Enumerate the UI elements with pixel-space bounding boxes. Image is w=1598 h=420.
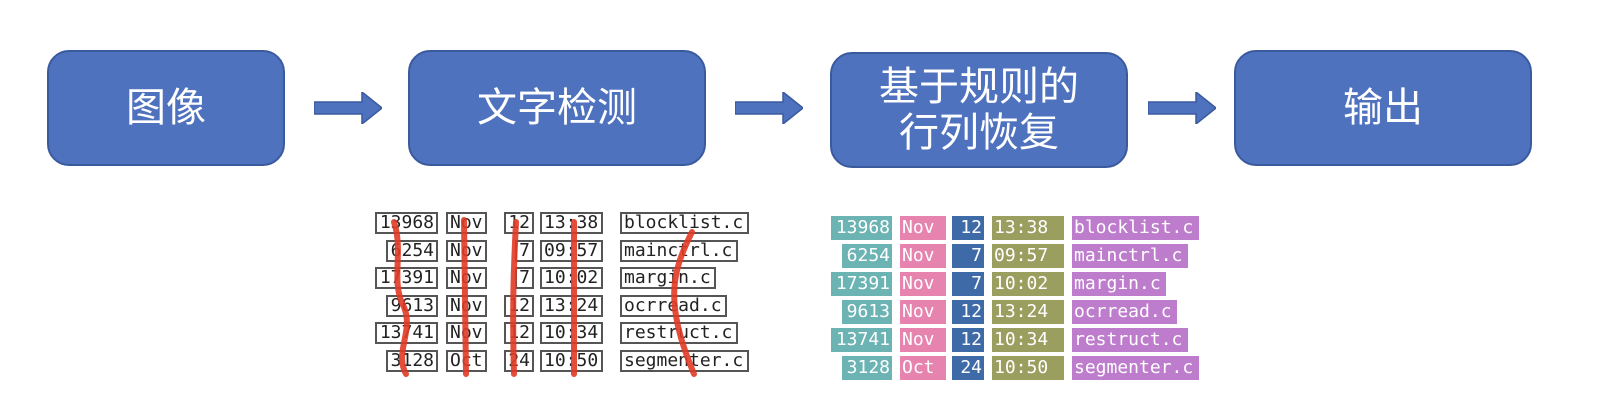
- detection-box-day: 12: [504, 294, 534, 317]
- column-cell-size: 17391: [831, 272, 892, 296]
- column-cell-time: 10:02: [992, 272, 1064, 296]
- detection-box-day: 24: [504, 349, 534, 372]
- detection-box-size: 6254: [386, 239, 438, 262]
- detection-box-month: Nov: [446, 267, 487, 289]
- detection-box-filename: mainctrl.c: [620, 239, 738, 262]
- column-cell-time: 13:24: [992, 300, 1064, 324]
- step-output: 输出: [1234, 50, 1532, 166]
- column-cell-size: 6254: [842, 244, 892, 268]
- column-cell-size: 13968: [831, 216, 892, 240]
- column-cell-month: Nov: [900, 216, 946, 240]
- column-cell-time: 09:57: [992, 244, 1064, 268]
- detection-box-month: Nov: [446, 239, 487, 262]
- detection-box-filename: restruct.c: [620, 322, 738, 344]
- column-cell-day: 12: [952, 216, 984, 240]
- column-cell-day: 7: [952, 272, 984, 296]
- step-image-label: 图像: [126, 85, 206, 131]
- column-cell-time: 10:50: [992, 356, 1064, 380]
- arrow-right-icon: [1148, 92, 1216, 124]
- column-cell-filename: blocklist.c: [1072, 216, 1199, 240]
- column-cell-time: 10:34: [992, 328, 1064, 352]
- detection-box-day: 7: [515, 239, 534, 262]
- column-cell-day: 12: [952, 328, 984, 352]
- detection-box-month: Oct: [446, 349, 487, 372]
- column-cell-size: 9613: [842, 300, 892, 324]
- column-cell-month: Nov: [900, 272, 946, 296]
- detection-box-day: 12: [504, 212, 534, 234]
- column-cell-day: 7: [952, 244, 984, 268]
- column-cell-filename: margin.c: [1072, 272, 1166, 296]
- detection-box-time: 13:38: [540, 212, 603, 234]
- step-text-detection: 文字检测: [408, 50, 706, 166]
- step-rule-based-recovery: 基于规则的 行列恢复: [830, 52, 1128, 168]
- step-text-detection-label: 文字检测: [477, 85, 637, 131]
- detection-box-time: 10:34: [540, 322, 603, 344]
- column-cell-size: 13741: [831, 328, 892, 352]
- column-cell-filename: ocrread.c: [1072, 300, 1177, 324]
- column-cell-day: 12: [952, 300, 984, 324]
- column-cell-time: 13:38: [992, 216, 1064, 240]
- detection-box-size: 3128: [386, 349, 438, 372]
- detection-box-month: Nov: [446, 322, 487, 344]
- detection-box-filename: blocklist.c: [620, 212, 749, 234]
- step-image: 图像: [47, 50, 285, 166]
- detection-box-day: 12: [504, 322, 534, 344]
- arrow-right-icon: [735, 92, 803, 124]
- step-rule-based-recovery-line-1: 基于规则的: [879, 64, 1079, 110]
- detection-box-size: 17391: [375, 267, 438, 289]
- column-cell-filename: mainctrl.c: [1072, 244, 1188, 268]
- detection-box-month: Nov: [446, 212, 487, 234]
- column-cell-day: 24: [952, 356, 984, 380]
- detection-box-time: 13:24: [540, 294, 603, 317]
- column-cell-month: Nov: [900, 244, 946, 268]
- detection-box-size: 9613: [386, 294, 438, 317]
- detection-box-size: 13968: [375, 212, 438, 234]
- column-cell-month: Nov: [900, 300, 946, 324]
- column-cell-month: Nov: [900, 328, 946, 352]
- step-rule-based-recovery-line-2: 行列恢复: [899, 110, 1059, 156]
- detection-box-filename: ocrread.c: [620, 294, 727, 317]
- detection-box-time: 09:57: [540, 239, 603, 262]
- detection-box-filename: segmenter.c: [620, 349, 749, 372]
- step-output-label: 输出: [1343, 85, 1423, 131]
- arrow-right-icon: [314, 92, 382, 124]
- detection-box-filename: margin.c: [620, 267, 716, 289]
- detection-box-time: 10:50: [540, 349, 603, 372]
- detection-box-size: 13741: [375, 322, 438, 344]
- column-cell-month: Oct: [900, 356, 946, 380]
- column-cell-size: 3128: [842, 356, 892, 380]
- detection-box-month: Nov: [446, 294, 487, 317]
- column-cell-filename: segmenter.c: [1072, 356, 1199, 380]
- detection-box-time: 10:02: [540, 267, 603, 289]
- column-cell-filename: restruct.c: [1072, 328, 1188, 352]
- detection-box-day: 7: [515, 267, 534, 289]
